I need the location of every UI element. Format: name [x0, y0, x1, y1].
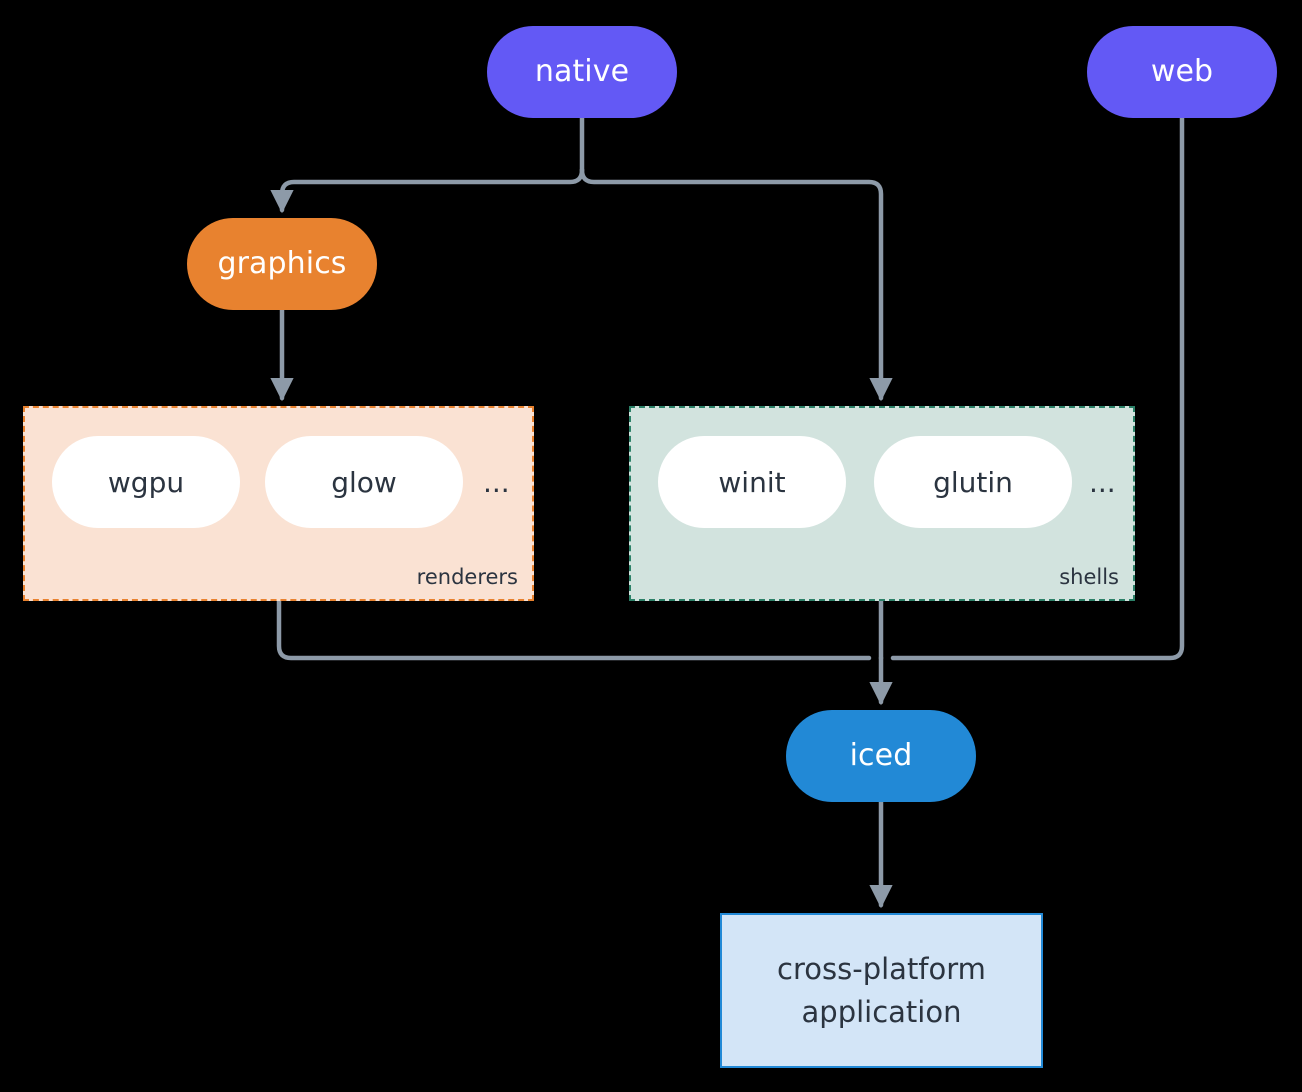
- node-winit[interactable]: winit: [658, 436, 846, 528]
- node-graphics[interactable]: graphics: [187, 218, 377, 310]
- renderers-overflow-ellipsis: ...: [483, 465, 510, 499]
- node-cross-platform-application[interactable]: cross-platform application: [720, 913, 1043, 1068]
- node-native[interactable]: native: [487, 26, 677, 118]
- edge-native-to-graphics: [270, 167, 585, 214]
- node-glutin[interactable]: glutin: [874, 436, 1072, 528]
- cluster-shells-label: shells: [1059, 565, 1119, 589]
- node-iced[interactable]: iced: [786, 710, 976, 802]
- edge-native-to-shells: [579, 167, 893, 402]
- shells-overflow-ellipsis: ...: [1089, 465, 1116, 499]
- cluster-renderers-label: renderers: [416, 565, 518, 589]
- node-wgpu[interactable]: wgpu: [52, 436, 240, 528]
- cluster-shells[interactable]: winit glutin ... shells: [629, 406, 1135, 601]
- cluster-renderers[interactable]: wgpu glow ... renderers: [23, 406, 534, 601]
- node-glow[interactable]: glow: [265, 436, 463, 528]
- edge-renderers-to-iced: [276, 598, 872, 661]
- node-web[interactable]: web: [1087, 26, 1277, 118]
